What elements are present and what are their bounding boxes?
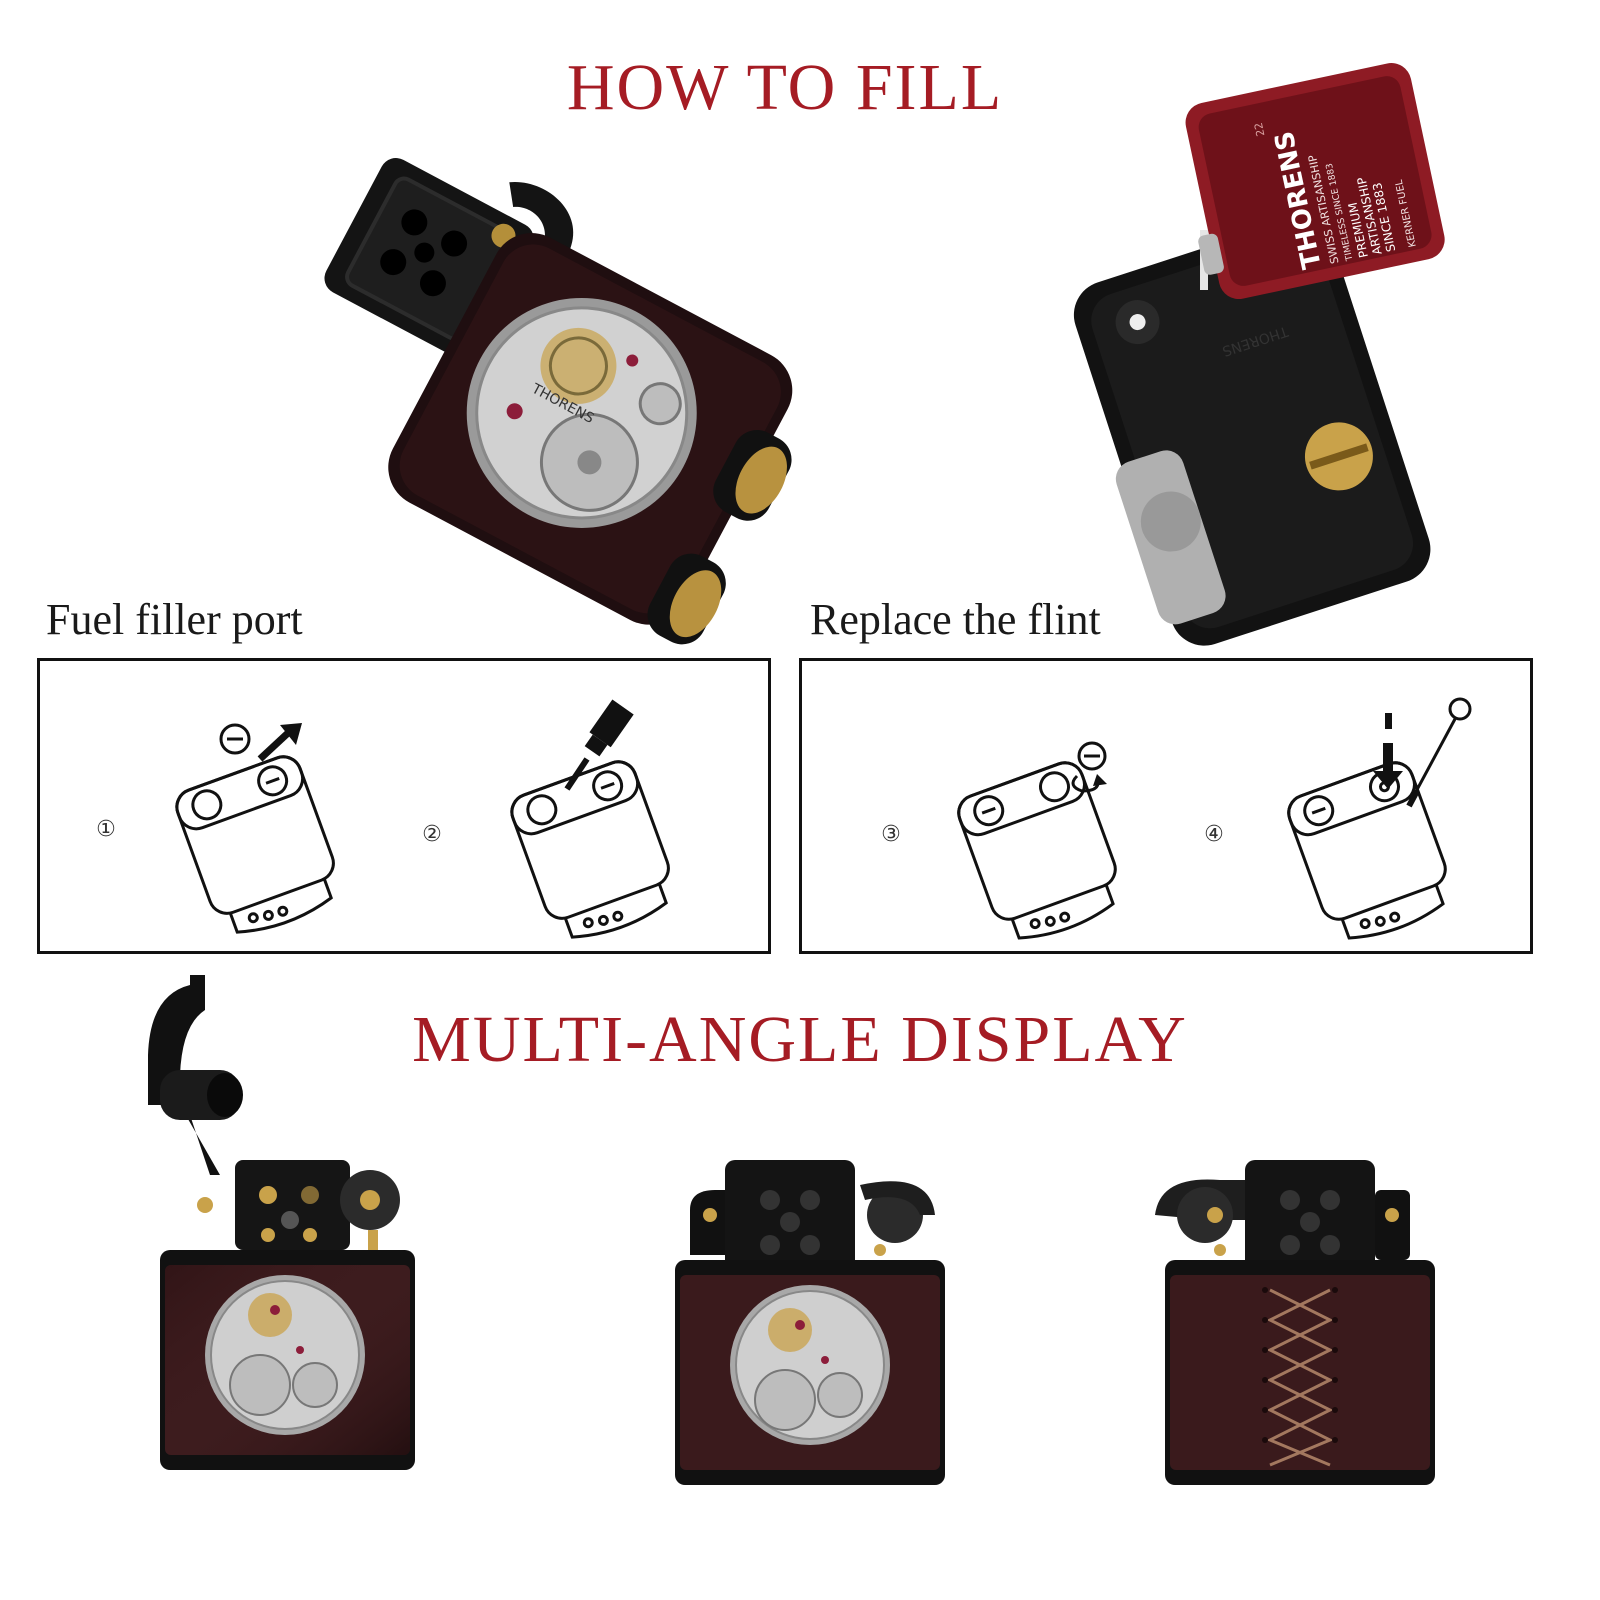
how-to-fill-title: HOW TO FILL xyxy=(566,51,1004,124)
multi-angle-title: MULTI-ANGLE DISPLAY xyxy=(412,1003,1188,1076)
step-4-number: ④ xyxy=(1204,822,1224,847)
step-1-illustration xyxy=(160,711,340,941)
fuel-pour-photo: THORENS THORENS SWISS ARTISANSHIP TIMELE… xyxy=(1073,60,1500,650)
flint-steps-panel: ③ ④ xyxy=(799,658,1533,954)
lighter-top-photo: THORENS xyxy=(290,150,793,645)
lighter-back-photo xyxy=(1150,1160,1450,1490)
step-1-number: ① xyxy=(96,817,116,842)
step-3-number: ③ xyxy=(881,822,901,847)
fuel-filler-caption: Fuel filler port xyxy=(46,595,303,644)
step-2-number: ② xyxy=(422,822,442,847)
lighter-front-open-photo xyxy=(130,965,430,1485)
can-number-text: 22 xyxy=(1252,121,1268,137)
replace-flint-caption: Replace the flint xyxy=(810,595,1101,644)
fuel-steps-panel: ① ② xyxy=(37,658,771,954)
step-4-illustration xyxy=(1277,691,1497,946)
step-2-illustration xyxy=(495,699,675,941)
lighter-front-photo xyxy=(670,1160,960,1490)
step-3-illustration xyxy=(947,736,1127,946)
